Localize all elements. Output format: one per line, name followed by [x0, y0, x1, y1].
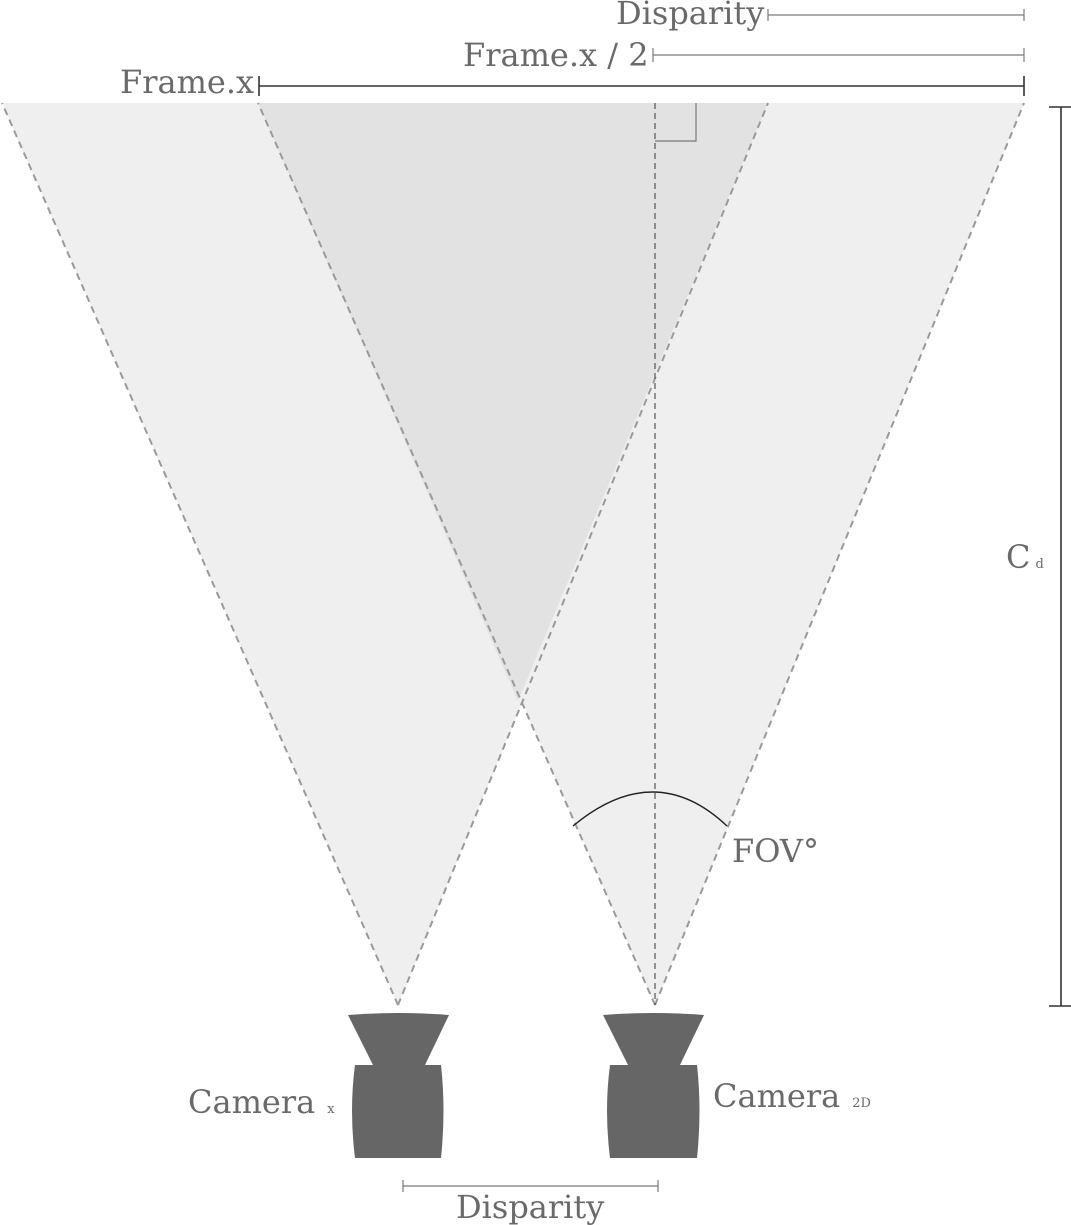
- camera-right-label: Camera 2D: [713, 1077, 871, 1115]
- frame-x-label: Frame.x: [120, 63, 254, 101]
- left-camera-icon: [348, 1013, 449, 1158]
- disparity-bottom-dimension: [402, 1180, 659, 1192]
- frame-half-label: Frame.x / 2: [463, 36, 649, 74]
- fov-label: FOV°: [732, 832, 819, 870]
- disparity-top-label: Disparity: [616, 0, 764, 32]
- cd-label-main: C: [1006, 538, 1030, 576]
- cd-label-sub: d: [1035, 557, 1043, 572]
- right-fov-right-edge: [654, 102, 1025, 1006]
- right-angle-marker: [655, 103, 697, 142]
- left-fov-right-edge: [397, 102, 769, 1006]
- overlap-region: [258, 103, 768, 701]
- frame-x-dimension: [258, 76, 1025, 96]
- right-fov-left-edge: [257, 102, 656, 1006]
- cd-dimension: [1049, 106, 1071, 1007]
- camera-left-label-sub: x: [327, 1102, 335, 1117]
- camera-left-label-main: Camera: [188, 1083, 315, 1121]
- cd-label: C d: [1006, 538, 1044, 576]
- disparity-top-dimension: [767, 9, 1025, 21]
- camera-left-label: Camera x: [188, 1083, 335, 1121]
- camera-right-label-sub: 2D: [852, 1096, 871, 1111]
- left-fov-left-edge: [1, 102, 399, 1006]
- right-camera-icon: [603, 1013, 704, 1158]
- camera-right-label-main: Camera: [713, 1077, 840, 1115]
- frame-half-dimension: [652, 48, 1025, 62]
- disparity-bottom-label: Disparity: [456, 1188, 604, 1225]
- fov-arc: [572, 791, 728, 827]
